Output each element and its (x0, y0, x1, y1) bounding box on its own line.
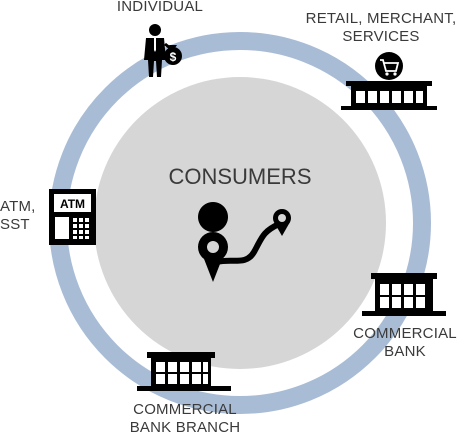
label-bank-branch-line-1: COMMERCIAL (133, 401, 237, 418)
route-map-pins-icon (198, 202, 291, 282)
center-title: CONSUMERS (168, 164, 312, 189)
atm-machine-icon: ATM (49, 189, 96, 245)
bank-building-icon (362, 273, 446, 316)
svg-text:$: $ (170, 50, 177, 64)
store-cart-icon (341, 52, 437, 110)
label-commercial-bank: COMMERCIAL BANK (340, 325, 470, 361)
label-atm-line-1: ATM, (0, 198, 36, 215)
label-retail-line-1: RETAIL, MERCHANT, (305, 10, 457, 27)
label-atm: ATM, SST (0, 198, 46, 234)
inner-disc (94, 77, 386, 369)
label-retail: RETAIL, MERCHANT, SERVICES (296, 10, 466, 46)
label-commercial-bank-line-1: COMMERCIAL (353, 325, 457, 342)
label-individual-line: INDIVIDUAL (116, 0, 204, 15)
label-bank-branch: COMMERCIAL BANK BRANCH (110, 401, 260, 437)
label-commercial-bank-line-2: BANK (384, 343, 426, 360)
label-atm-line-2: SST (0, 216, 30, 233)
bank-branch-building-icon (137, 352, 231, 391)
label-individual: INDIVIDUAL (100, 0, 220, 16)
label-retail-line-2: SERVICES (342, 28, 420, 45)
person-money-bag-icon: $ (144, 24, 182, 77)
svg-text:ATM: ATM (60, 197, 85, 211)
label-bank-branch-line-2: BANK BRANCH (129, 419, 241, 436)
